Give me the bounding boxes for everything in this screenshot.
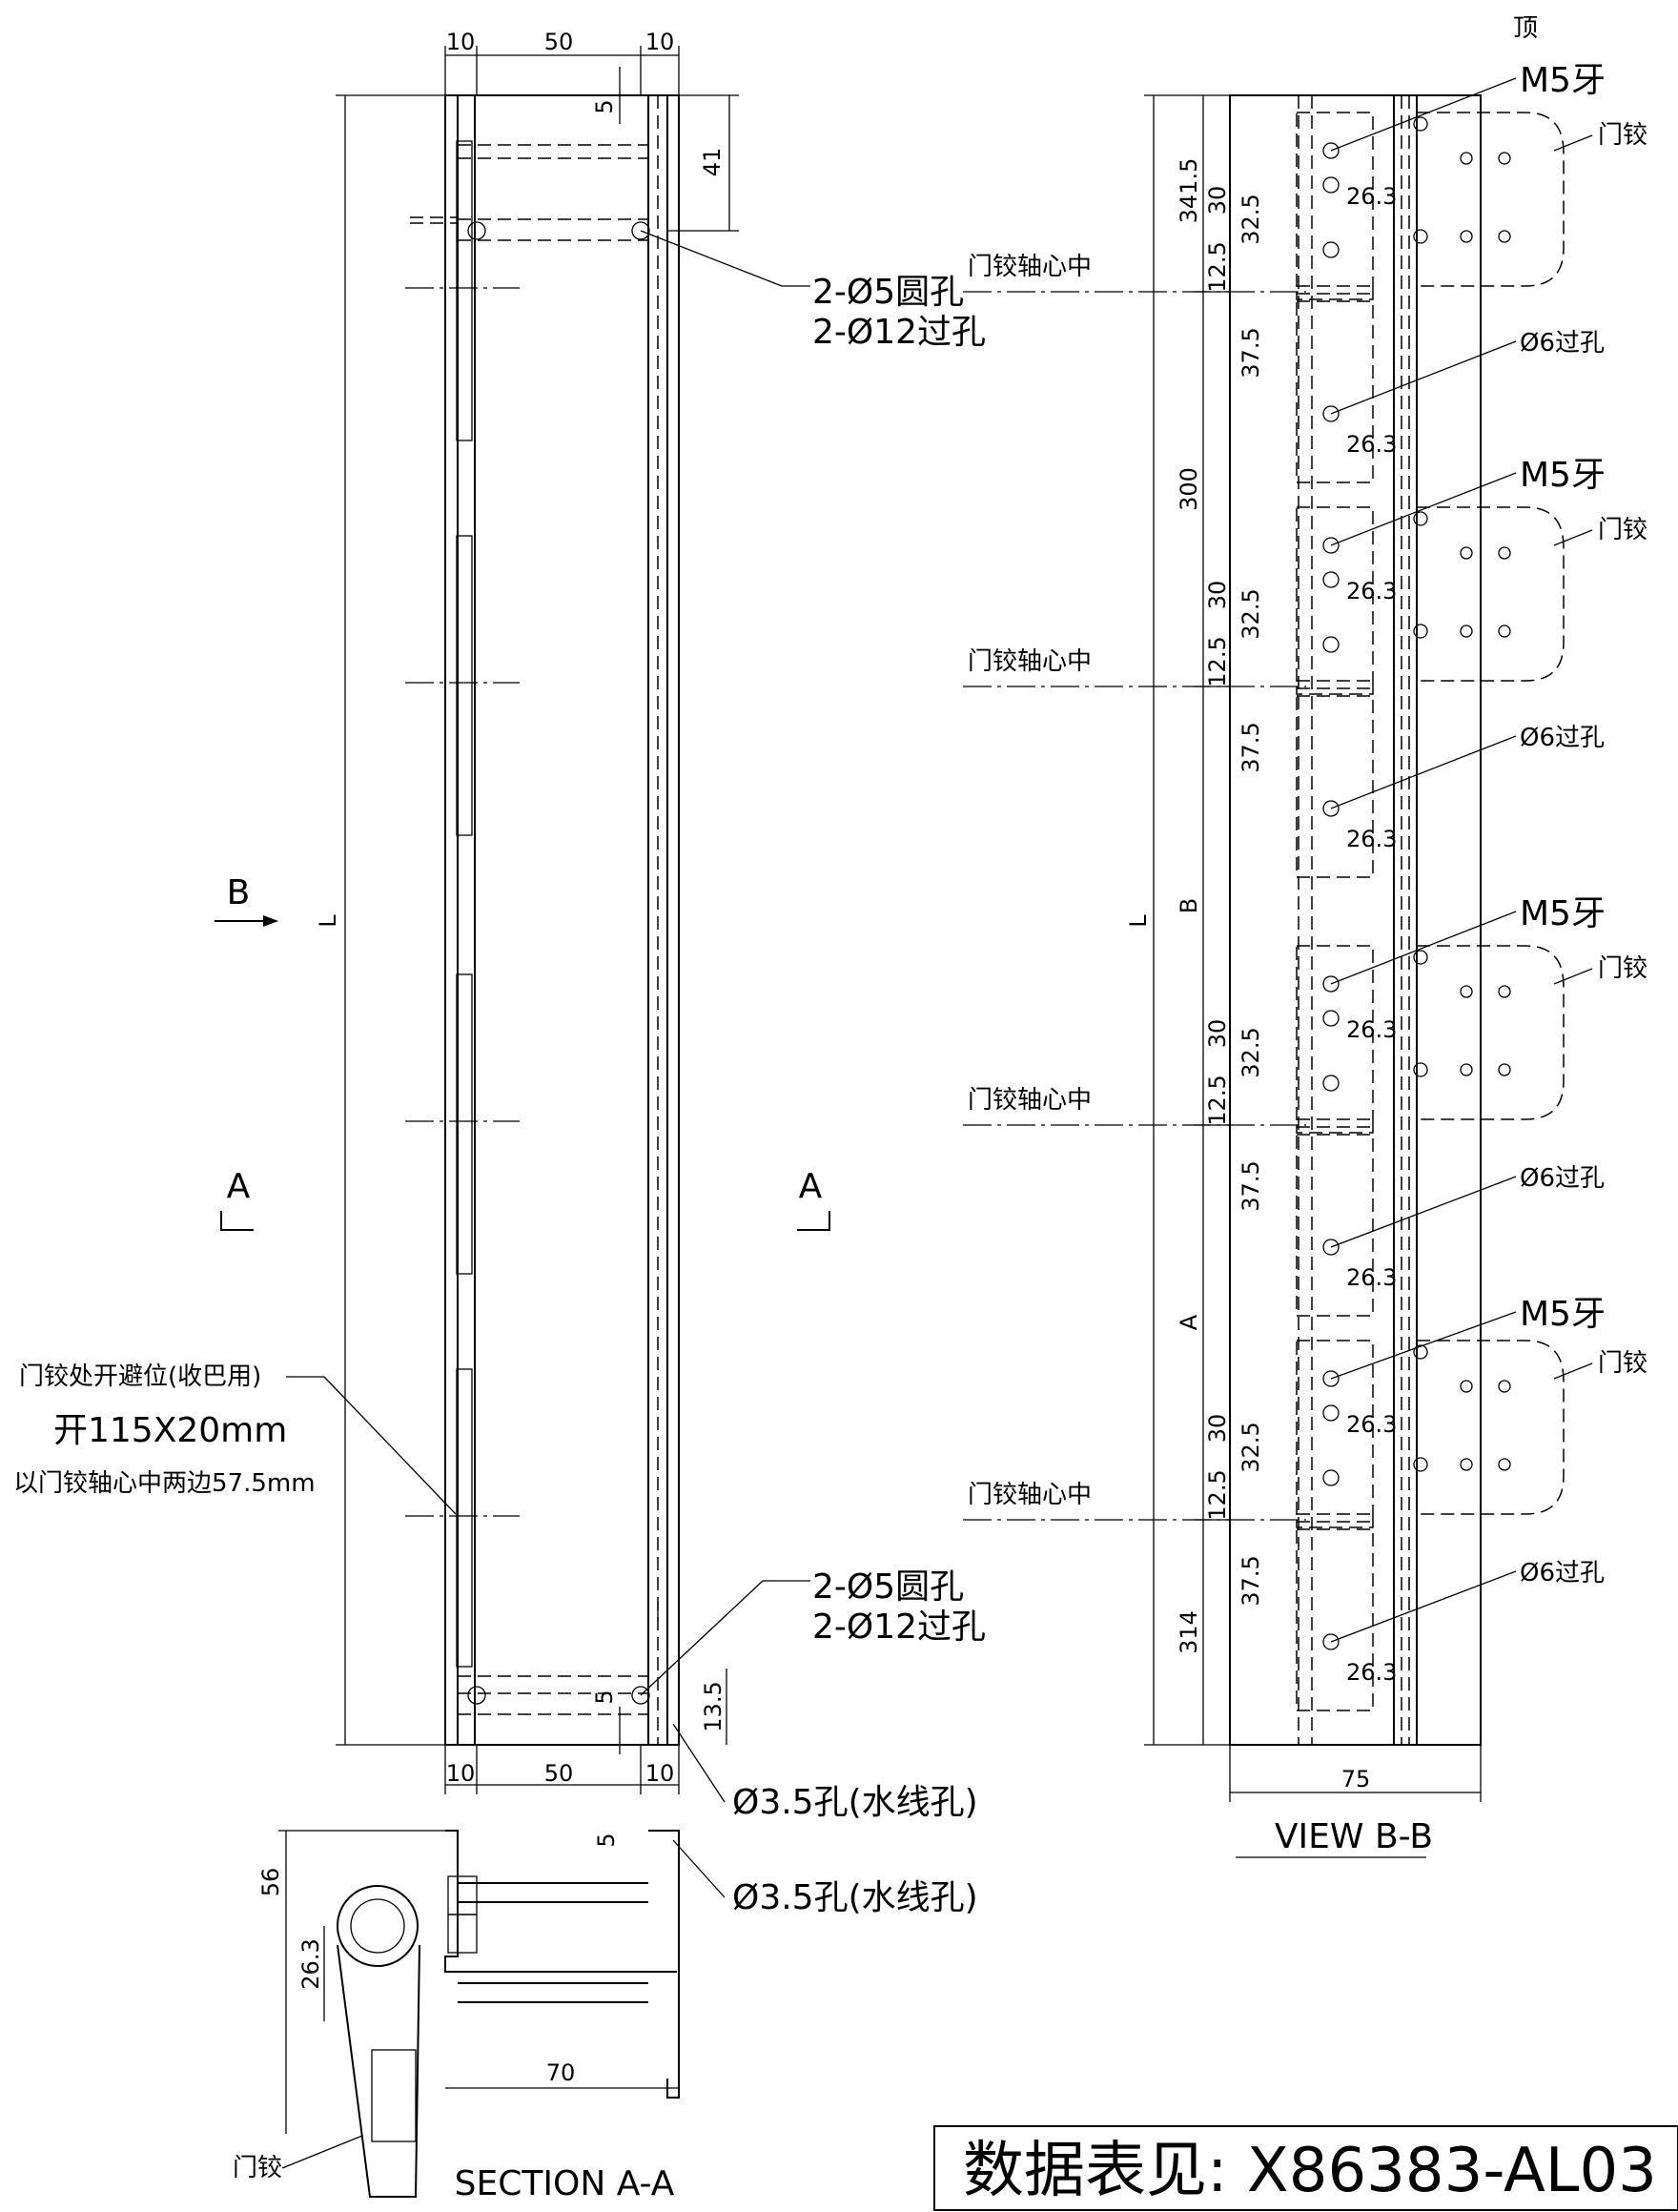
title-block-text: 数据表见: X86383-AL03 xyxy=(963,2136,1657,2206)
d32-5: 32.5 xyxy=(1238,194,1264,244)
seg-a: A xyxy=(1176,1314,1202,1330)
d12-5: 12.5 xyxy=(1204,1075,1231,1125)
m5-3: M5牙 xyxy=(1520,894,1606,933)
hinge-3: 门铰 xyxy=(1598,954,1647,983)
hinge-axis-3: 门铰轴心中 xyxy=(968,1086,1092,1115)
seg-300: 300 xyxy=(1176,467,1202,511)
phi6-2: Ø6过孔 xyxy=(1520,724,1605,752)
callouts: M5牙 M5牙 M5牙 M5牙 门铰 门铰 门铰 门铰 Ø6过孔 Ø6过孔 Ø6… xyxy=(1330,61,1647,1643)
d30: 30 xyxy=(1204,1414,1231,1444)
hinge-axis-4: 门铰轴心中 xyxy=(968,1481,1092,1509)
d26-3: 26.3 xyxy=(1346,578,1397,604)
top-label: 顶 xyxy=(1513,14,1538,43)
dim-5-top: 5 xyxy=(591,99,618,113)
d32-5: 32.5 xyxy=(1238,1422,1264,1472)
d26-3b: 26.3 xyxy=(1346,826,1397,852)
dim-13-5: 13.5 xyxy=(700,1681,726,1731)
hinge-cutout-hatch xyxy=(456,140,473,1668)
section-a-right: A xyxy=(799,1167,823,1206)
d37-5: 37.5 xyxy=(1238,1555,1264,1606)
d37-5: 37.5 xyxy=(1238,327,1264,378)
note-line-3: 以门铰轴心中两边57.5mm xyxy=(13,1469,316,1498)
d26-3: 26.3 xyxy=(1346,1016,1397,1043)
dim-top-2: 50 xyxy=(544,29,574,55)
phi6-1: Ø6过孔 xyxy=(1520,329,1605,358)
phi6-3: Ø6过孔 xyxy=(1520,1164,1605,1193)
dim-top-3: 10 xyxy=(645,29,675,55)
holes-top-1: 2-Ø5圆孔 xyxy=(812,273,964,312)
d12-5: 12.5 xyxy=(1204,636,1231,686)
section-a-left: A xyxy=(227,1167,251,1206)
d32-5: 32.5 xyxy=(1238,588,1264,639)
dim-bottom-2: 50 xyxy=(544,1760,574,1787)
aa-water-hole: Ø3.5孔(水线孔) xyxy=(732,1878,978,1917)
d12-5: 12.5 xyxy=(1204,1469,1231,1520)
dim-top-1: 10 xyxy=(446,29,476,55)
left-length-label: L xyxy=(315,914,341,928)
view-bb-title: VIEW B-B xyxy=(1275,1817,1433,1856)
d32-5: 32.5 xyxy=(1238,1027,1264,1077)
d37-5: 37.5 xyxy=(1238,1160,1264,1211)
seg-b: B xyxy=(1176,898,1202,913)
left-elevation-view: L 10 50 10 5 41 10 50 10 5 13.5 B xyxy=(13,29,986,1822)
d26-3: 26.3 xyxy=(1346,183,1397,210)
hinge-axis-1: 门铰轴心中 xyxy=(968,253,1092,281)
m5-1: M5牙 xyxy=(1520,61,1606,100)
m5-4: M5牙 xyxy=(1520,1295,1606,1334)
d37-5: 37.5 xyxy=(1238,722,1264,772)
bb-width: 75 xyxy=(1341,1766,1371,1792)
section-aa: 56 26.3 70 5 Ø3.5孔(水线孔) 门铰 SECTION A-A xyxy=(233,1830,978,2203)
d26-3b: 26.3 xyxy=(1346,431,1397,458)
local-dims-3: 30 32.5 12.5 37.5 26.3 26.3 xyxy=(1204,1016,1397,1291)
holes-top-2: 2-Ø12过孔 xyxy=(812,313,986,352)
holes-bottom-1: 2-Ø5圆孔 xyxy=(812,1567,964,1607)
d12-5: 12.5 xyxy=(1204,241,1231,292)
aa-hinge-label: 门铰 xyxy=(233,2154,282,2182)
d30: 30 xyxy=(1204,186,1231,215)
phi6-4: Ø6过孔 xyxy=(1520,1559,1605,1587)
seg-314: 314 xyxy=(1176,1610,1202,1654)
dim-bottom-3: 10 xyxy=(645,1760,675,1787)
note-line-2: 开115X20mm xyxy=(53,1411,287,1450)
local-dims-2: 30 32.5 12.5 37.5 26.3 26.3 xyxy=(1204,578,1397,852)
d30: 30 xyxy=(1204,1019,1231,1049)
hinge-2: 门铰 xyxy=(1598,516,1647,544)
hinge-group xyxy=(1296,112,1565,483)
hinge-4: 门铰 xyxy=(1598,1349,1647,1378)
d26-3b: 26.3 xyxy=(1346,1264,1397,1291)
m5-2: M5牙 xyxy=(1520,456,1606,495)
seg-341-5: 341.5 xyxy=(1176,158,1202,224)
hinge-1: 门铰 xyxy=(1598,121,1647,150)
hinge-axis-2: 门铰轴心中 xyxy=(968,647,1092,676)
dim-5-bottom: 5 xyxy=(591,1690,618,1704)
aa-d56: 56 xyxy=(257,1868,284,1897)
dim-bottom-1: 10 xyxy=(446,1760,476,1787)
aa-d5: 5 xyxy=(593,1833,620,1847)
aa-d26-3: 26.3 xyxy=(297,1938,324,1989)
dim-41: 41 xyxy=(699,148,726,177)
aa-d70: 70 xyxy=(546,2059,576,2086)
local-dims-4: 30 32.5 12.5 37.5 26.3 26.3 xyxy=(1204,1411,1397,1686)
local-dims-1: 30 32.5 12.5 37.5 26.3 26.3 xyxy=(1204,183,1397,458)
d26-3b: 26.3 xyxy=(1346,1659,1397,1686)
note-line-1: 门铰处开避位(收巴用) xyxy=(19,1362,261,1391)
title-block: 数据表见: X86383-AL03 xyxy=(933,2125,1678,2211)
water-hole-1: Ø3.5孔(水线孔) xyxy=(732,1783,978,1822)
arrow-b-label: B xyxy=(227,873,251,912)
view-bb: 门铰轴心中 门铰轴心中 门铰轴心中 门铰轴心中 L 341.5 300 B A … xyxy=(963,61,1647,1858)
d26-3: 26.3 xyxy=(1346,1411,1397,1438)
bb-length-label: L xyxy=(1125,914,1152,928)
section-aa-title: SECTION A-A xyxy=(455,2164,675,2203)
holes-bottom-2: 2-Ø12过孔 xyxy=(812,1608,986,1647)
d30: 30 xyxy=(1204,581,1231,610)
